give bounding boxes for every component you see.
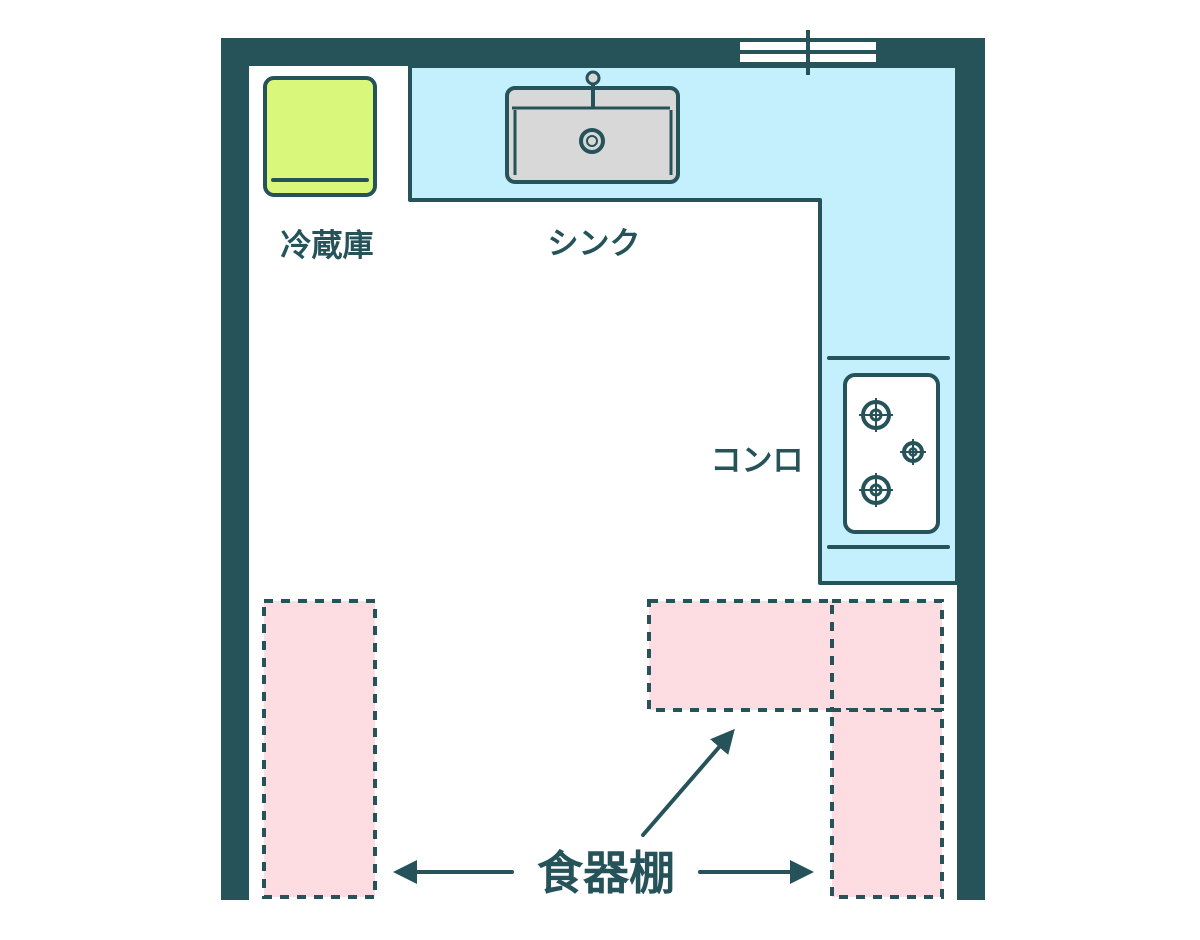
arrow-icon — [641, 728, 735, 837]
cupboard-label: 食器棚 — [537, 846, 675, 900]
sink — [505, 70, 680, 184]
burner-icon — [859, 473, 893, 507]
walls — [221, 38, 985, 900]
wall-right — [957, 38, 985, 900]
cupboard-right-bottom — [830, 708, 944, 899]
cupboard-left — [262, 599, 377, 899]
refrigerator — [263, 76, 377, 197]
cupboards — [262, 599, 944, 899]
burner-icon — [900, 439, 926, 465]
burner-icon — [859, 398, 893, 432]
wall-left — [221, 38, 249, 900]
cupboard-right-corner — [830, 599, 944, 712]
stove — [827, 356, 950, 549]
stove-label: コンロ — [711, 443, 804, 479]
refrigerator-label: 冷蔵庫 — [281, 228, 374, 264]
wall-top-left — [221, 38, 740, 66]
drain-icon — [579, 128, 605, 154]
faucet-icon — [585, 70, 601, 108]
window-icon — [740, 30, 876, 75]
sink-label: シンク — [548, 226, 641, 262]
cupboard-right-top — [647, 599, 834, 712]
